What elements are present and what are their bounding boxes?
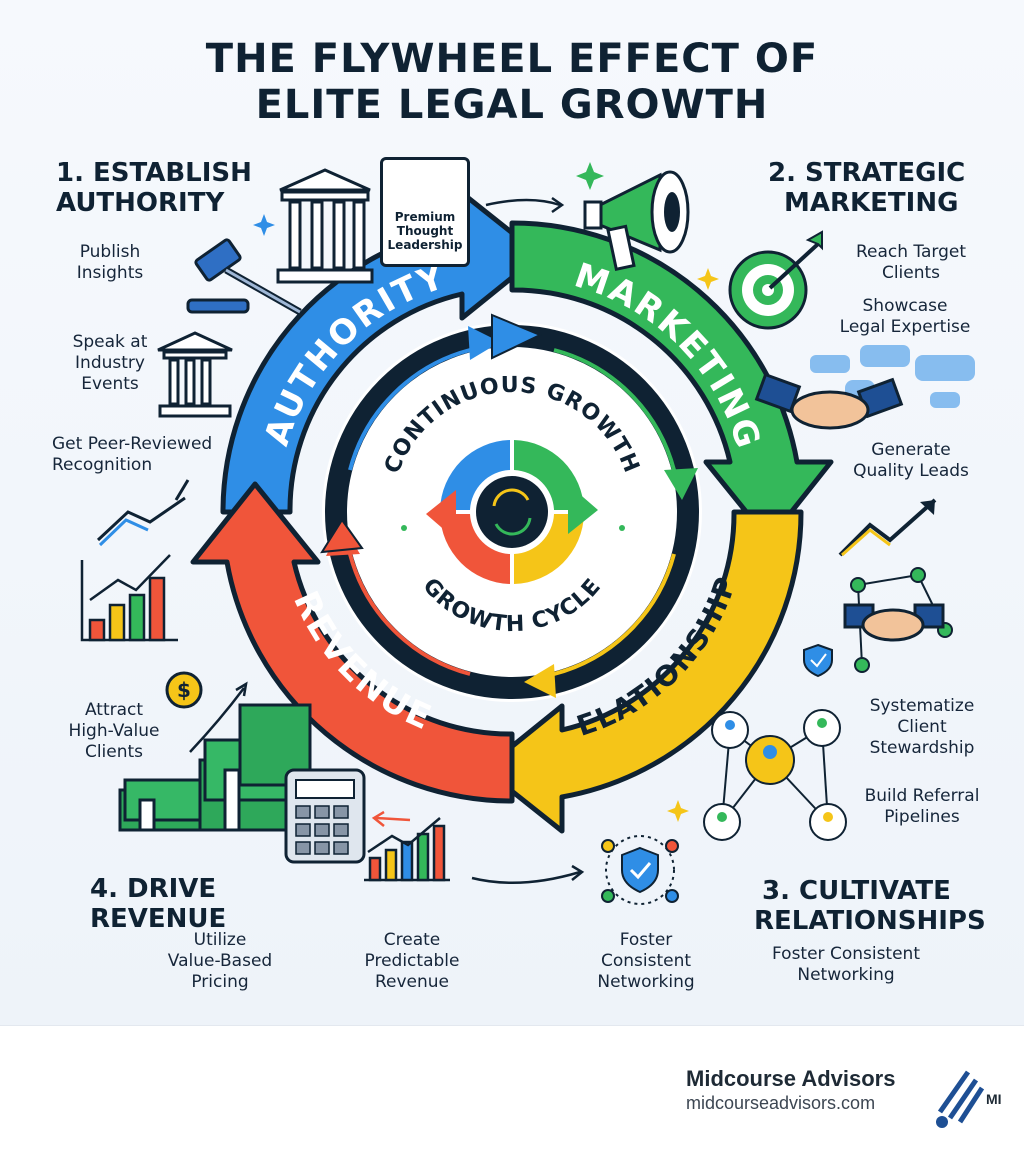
thought-leadership-badge: Premium Thought Leadership (380, 157, 470, 267)
revenue-item-value-pricing: Utilize Value-Based Pricing (167, 930, 273, 992)
svg-text:$: $ (177, 678, 191, 702)
small-bar-chart-icon (364, 817, 450, 882)
relationships-item-referral-pipelines: Build Referral Pipelines (864, 786, 980, 827)
megaphone-icon (583, 170, 690, 272)
marketing-item-quality-leads: Generate Quality Leads (853, 440, 969, 481)
authority-item-peer-recognition: Get Peer-Reviewed Recognition (52, 434, 213, 475)
inner-ring (320, 313, 702, 702)
bottom-shield-network-icon (601, 835, 679, 905)
heading-drive-revenue: 4. DRIVE REVENUE (90, 874, 227, 934)
target-icon (728, 230, 823, 330)
trend-arrow-icon (838, 498, 937, 557)
footer (0, 1025, 1024, 1155)
relationships-item-client-stewardship: Systematize Client Stewardship (869, 696, 975, 758)
cash-stack-icon (118, 703, 312, 832)
page-title: THE FLYWHEEL EFFECT OF ELITE LEGAL GROWT… (0, 36, 1024, 128)
outer-ring (190, 190, 834, 834)
relationships-item-networking: Foster Consistent Networking (772, 944, 920, 985)
flywheel-diagram: AUTHORITY MARKETING RELATIONSHIPS REVENU… (0, 0, 975, 905)
trend-line-icon (96, 479, 190, 547)
revenue-item-high-value-clients: Attract High-Value Clients (68, 700, 160, 762)
dollar-coin-icon: $ (165, 671, 203, 709)
revenue-item-predictable-revenue: Create Predictable Revenue (364, 930, 460, 992)
gavel-icon (186, 238, 302, 316)
heading-cultivate-relationships: 3. CULTIVATE RELATIONSHIPS (754, 876, 986, 936)
marketing-item-showcase-expertise: Showcase Legal Expertise (839, 296, 971, 337)
logo-text: MI (986, 1091, 1002, 1107)
authority-item-speak-events: Speak at Industry Events (72, 332, 148, 394)
center-cycle-icon (401, 440, 625, 584)
title-line-2: ELITE LEGAL GROWTH (255, 82, 769, 128)
courthouse-icon (276, 168, 374, 284)
connector-arrows (189, 196, 585, 885)
sparkle-decorations (253, 162, 719, 822)
small-courthouse-icon (157, 331, 233, 418)
shield-check-icon (803, 643, 833, 678)
revenue-segment (190, 481, 515, 804)
authority-item-publish-insights: Publish Insights (76, 242, 144, 283)
heading-strategic-marketing: 2. STRATEGIC MARKETING (768, 158, 966, 218)
title-line-1: THE FLYWHEEL EFFECT OF (205, 36, 819, 82)
brand-logo: MI (928, 1058, 1024, 1138)
handshake-icon (754, 372, 904, 430)
marketing-item-reach-clients: Reach Target Clients (855, 242, 967, 283)
calculator-icon (284, 768, 366, 864)
network-handshake-icon (843, 567, 953, 673)
marketing-segment (509, 220, 834, 543)
network-icon (703, 709, 847, 841)
badge-text: Premium Thought Leadership (387, 210, 463, 252)
brand-url[interactable]: midcourseadvisors.com (686, 1093, 876, 1113)
relationships-item-networking-bottom: Foster Consistent Networking (597, 930, 695, 992)
rocket-logo-icon: MI (936, 1070, 1002, 1128)
bar-chart-icon (80, 554, 178, 642)
heading-establish-authority: 1. ESTABLISH AUTHORITY (56, 158, 252, 218)
relationships-segment (481, 509, 804, 834)
brand-name: Midcourse Advisors (686, 1066, 896, 1091)
